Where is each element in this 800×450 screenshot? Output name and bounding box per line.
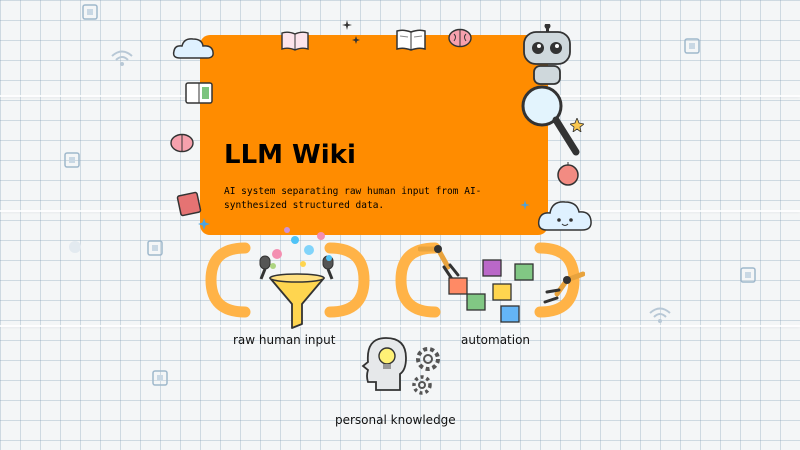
label-personal-knowledge: personal knowledge <box>335 413 456 427</box>
book-icon <box>395 28 427 52</box>
page-subtitle: AI system separating raw human input fro… <box>224 186 482 211</box>
chip-icon <box>62 150 82 170</box>
star-icon <box>198 218 210 230</box>
chip-icon <box>150 368 170 388</box>
robot-arm-icon <box>535 270 585 310</box>
wifi-icon <box>648 305 672 325</box>
paper-crease <box>0 325 800 327</box>
title-card: LLM Wiki AI system separating raw human … <box>200 35 548 235</box>
book-icon <box>280 30 310 52</box>
brain-icon <box>170 133 194 153</box>
bubbles-icon <box>265 222 345 272</box>
label-automation: automation <box>461 333 531 347</box>
label-raw-human-input: raw human input <box>233 333 336 347</box>
robot-arm-icon <box>418 245 468 285</box>
brain-icon <box>448 28 472 48</box>
chip-icon <box>738 265 758 285</box>
robot-icon <box>516 24 578 88</box>
chip-icon <box>80 2 100 22</box>
star-icon <box>570 118 584 132</box>
magnifier-icon <box>518 82 582 158</box>
microphone-icon <box>255 255 275 281</box>
cloud-icon <box>172 36 216 62</box>
star-icon <box>342 20 352 30</box>
chip-icon <box>682 36 702 56</box>
star-icon <box>352 36 360 44</box>
book-icon <box>183 80 215 106</box>
cloud-icon <box>537 198 593 236</box>
gears-icon <box>412 345 446 395</box>
ornament-icon <box>555 162 581 188</box>
head-lightbulb-icon <box>360 336 410 392</box>
book-icon <box>175 190 203 218</box>
page-title: LLM Wiki <box>224 140 356 170</box>
dot-icon <box>68 240 82 254</box>
chip-icon <box>145 238 165 258</box>
wifi-icon <box>110 48 134 68</box>
funnel-icon <box>268 272 328 330</box>
cubes-icon <box>445 258 545 328</box>
bracket-left <box>205 240 370 320</box>
star-icon <box>520 200 530 210</box>
